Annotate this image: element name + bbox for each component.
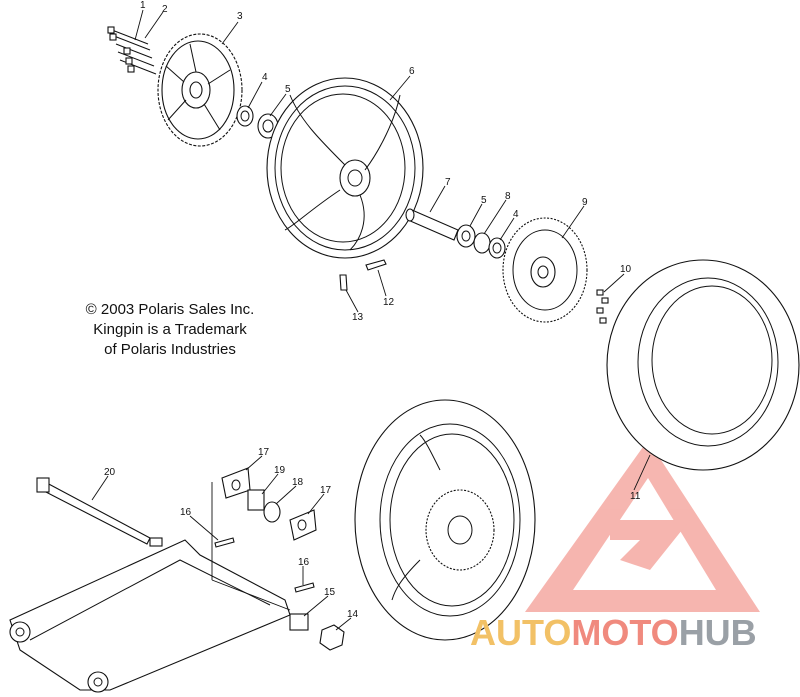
callout-10: 10 xyxy=(620,264,632,275)
callout-8: 8 xyxy=(505,191,511,202)
pivot-bolt-part xyxy=(294,582,315,593)
tire-part xyxy=(606,259,800,471)
callout-3: 3 xyxy=(237,11,243,22)
sprocket-part xyxy=(157,33,243,147)
callout-7: 7 xyxy=(445,177,451,188)
washer-part xyxy=(263,501,281,523)
callout-6: 6 xyxy=(409,66,415,77)
wheel-rim-part xyxy=(266,77,424,259)
callout-5b: 5 xyxy=(481,195,487,206)
callout-16b: 16 xyxy=(298,557,310,568)
snap-ring-part xyxy=(473,232,491,254)
axle-adjuster-part xyxy=(221,467,317,541)
bolts-part xyxy=(107,26,157,75)
callout-16a: 16 xyxy=(180,507,192,518)
callout-2: 2 xyxy=(162,4,168,15)
spacer-part xyxy=(247,489,265,511)
watermark-brand: AUTOMOTOHUB xyxy=(470,612,757,654)
rear-axle-part xyxy=(36,477,151,545)
callout-17b: 17 xyxy=(320,485,332,496)
callout-4b: 4 xyxy=(513,209,519,220)
balance-weight-part xyxy=(365,259,387,271)
callout-9: 9 xyxy=(582,197,588,208)
callout-20: 20 xyxy=(104,467,116,478)
callout-15: 15 xyxy=(324,587,336,598)
copyright-notice: © 2003 Polaris Sales Inc. Kingpin is a T… xyxy=(70,300,270,360)
disc-bolts-part xyxy=(596,289,609,324)
callout-17a: 17 xyxy=(258,447,270,458)
copyright-line-2: Kingpin is a Trademark xyxy=(93,321,247,338)
watermark-logo-icon xyxy=(525,440,760,612)
callout-19: 19 xyxy=(274,465,286,476)
callout-5: 5 xyxy=(285,84,291,95)
callout-14: 14 xyxy=(347,609,359,620)
swingarm-part xyxy=(9,537,291,693)
callout-4: 4 xyxy=(262,72,268,83)
valve-stem-part xyxy=(339,274,348,291)
watermark-moto: MOTO xyxy=(571,612,679,653)
copyright-line-3: of Polaris Industries xyxy=(104,341,236,358)
brake-disc-part xyxy=(502,217,588,323)
callout-12: 12 xyxy=(383,297,395,308)
leader-lines xyxy=(91,9,651,631)
nut-part xyxy=(319,624,345,651)
adjuster-bolt-part xyxy=(214,537,235,548)
watermark-auto: AUTO xyxy=(470,612,572,653)
callout-1: 1 xyxy=(140,0,146,11)
axle-spacer-part xyxy=(405,208,459,241)
callout-18: 18 xyxy=(292,477,304,488)
callout-11: 11 xyxy=(630,491,641,502)
assembled-wheel-part xyxy=(354,399,536,641)
seal-part xyxy=(236,105,254,127)
watermark-hub: HUB xyxy=(678,612,757,653)
callout-13: 13 xyxy=(352,312,364,323)
block-part xyxy=(289,613,309,631)
copyright-line-1: © 2003 Polaris Sales Inc. xyxy=(85,301,255,318)
